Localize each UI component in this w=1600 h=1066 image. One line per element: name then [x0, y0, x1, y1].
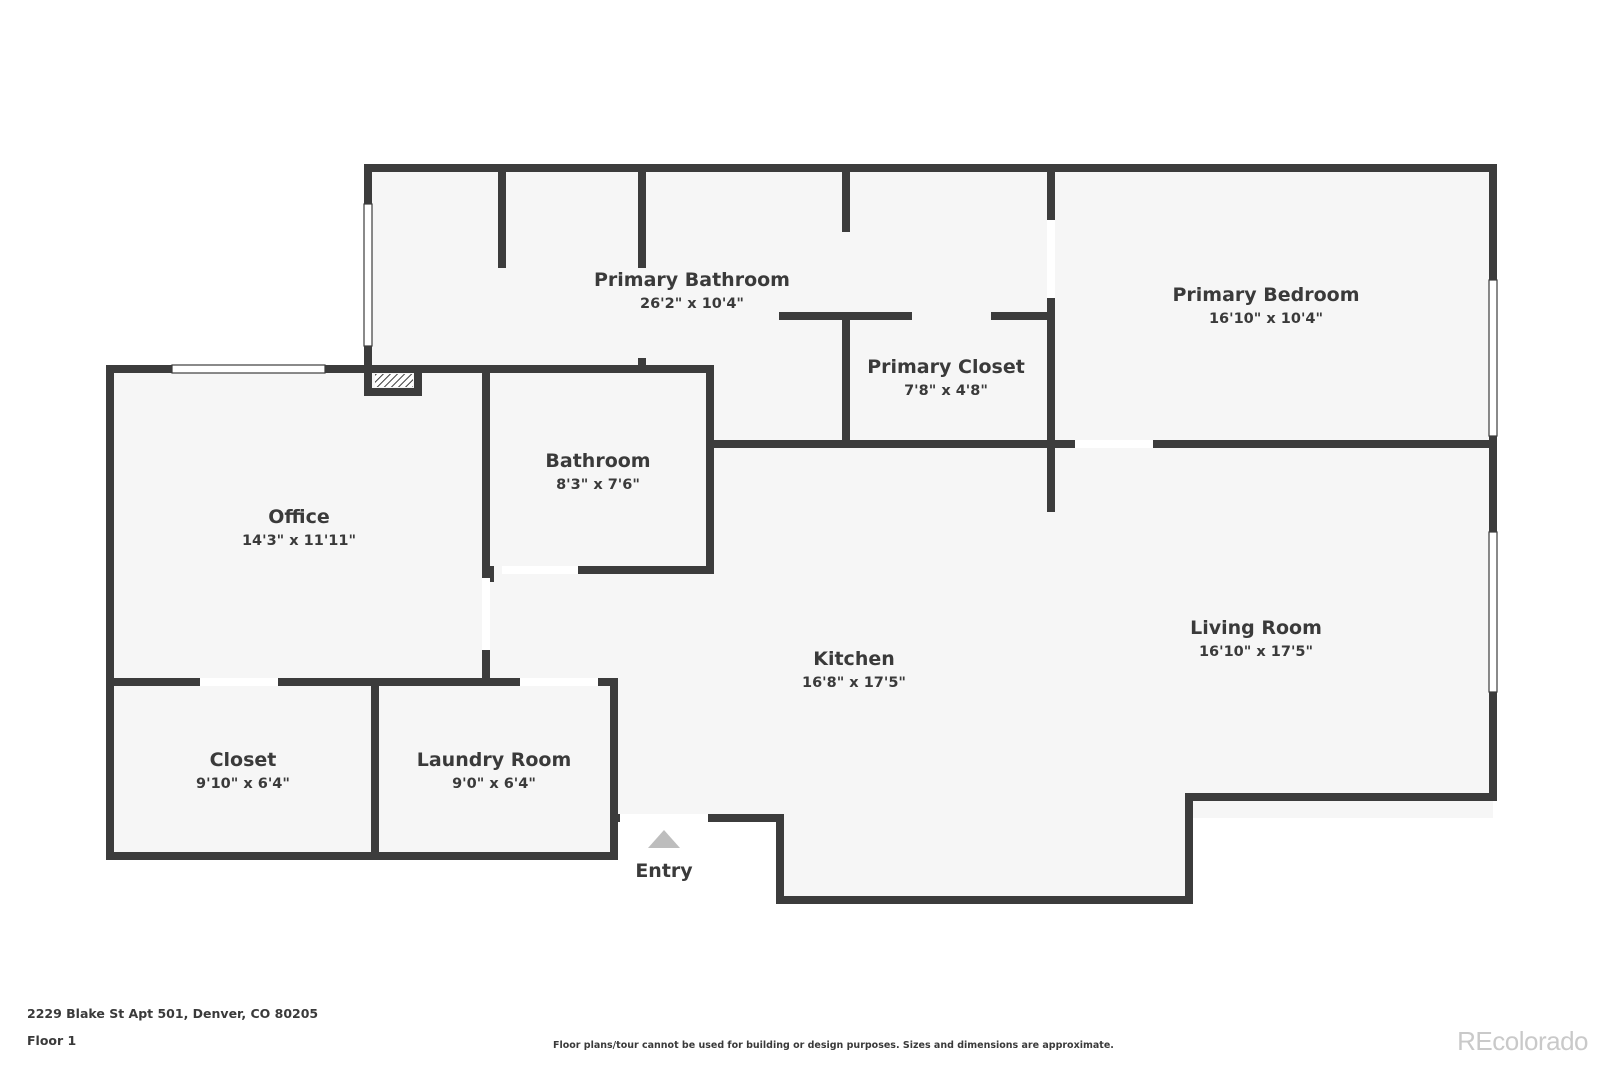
entry-label: Entry — [635, 860, 693, 882]
room-name: Laundry Room — [417, 749, 572, 771]
brand-logo: REcolorado — [1457, 1026, 1588, 1056]
floor-kitchen-bump — [780, 818, 1190, 900]
room-dims: 9'10" x 6'4" — [196, 776, 290, 792]
room-living-room[interactable]: Living Room 16'10" x 17'5" — [1190, 617, 1322, 660]
shaft-hatch — [375, 374, 413, 387]
entry-arrow-icon — [648, 830, 680, 848]
door-laundry — [520, 678, 598, 686]
room-name: Primary Closet — [867, 356, 1025, 378]
room-name: Kitchen — [813, 648, 895, 670]
room-name: Closet — [210, 749, 277, 771]
property-address: 2229 Blake St Apt 501, Denver, CO 80205 — [27, 1006, 319, 1021]
window-primary-bath — [363, 203, 373, 347]
room-dims: 26'2" x 10'4" — [640, 296, 744, 312]
door-bedroom — [1075, 440, 1153, 448]
door-entry — [620, 814, 708, 822]
room-bathroom[interactable]: Bathroom 8'3" x 7'6" — [545, 450, 650, 493]
door-bedroom-bath — [1047, 220, 1055, 298]
room-name: Primary Bathroom — [594, 269, 790, 291]
wall-right-lower — [704, 688, 1497, 904]
room-name: Primary Bedroom — [1172, 284, 1359, 306]
room-name: Office — [268, 506, 330, 528]
door-openings — [200, 220, 1153, 822]
wall-shaft — [364, 365, 422, 396]
window-office — [171, 364, 326, 374]
room-primary-closet[interactable]: Primary Closet 7'8" x 4'8" — [867, 356, 1025, 399]
door-office — [482, 578, 490, 650]
room-primary-bathroom[interactable]: Primary Bathroom 26'2" x 10'4" — [594, 269, 790, 312]
floor-label: Floor 1 — [27, 1033, 77, 1048]
room-kitchen[interactable]: Kitchen 16'8" x 17'5" — [802, 648, 906, 691]
room-primary-bedroom[interactable]: Primary Bedroom 16'10" x 10'4" — [1172, 284, 1359, 327]
room-laundry-room[interactable]: Laundry Room 9'0" x 6'4" — [417, 749, 572, 792]
door-bathroom — [502, 566, 578, 574]
wall-laundry-right — [594, 678, 618, 822]
walls — [106, 164, 1497, 904]
room-dims: 9'0" x 6'4" — [452, 776, 536, 792]
wall-office-top — [321, 342, 372, 373]
windows — [171, 203, 1498, 693]
room-dims: 7'8" x 4'8" — [904, 383, 988, 399]
room-office[interactable]: Office 14'3" x 11'11" — [242, 506, 356, 549]
room-dims: 16'10" x 17'5" — [1199, 644, 1313, 660]
room-dims: 8'3" x 7'6" — [556, 477, 640, 493]
window-bedroom — [1488, 279, 1498, 437]
room-closet[interactable]: Closet 9'10" x 6'4" — [196, 749, 290, 792]
room-dims: 14'3" x 11'11" — [242, 533, 356, 549]
wall-bathroom — [414, 365, 714, 574]
disclaimer-text: Floor plans/tour cannot be used for buil… — [553, 1040, 1114, 1051]
floor-area — [114, 172, 1493, 900]
door-closet — [200, 678, 278, 686]
room-dims: 16'8" x 17'5" — [802, 675, 906, 691]
room-name: Bathroom — [545, 450, 650, 472]
floor-lower-left — [114, 682, 614, 852]
wall-top — [364, 164, 1497, 284]
room-name: Living Room — [1190, 617, 1322, 639]
window-living — [1488, 531, 1498, 693]
floor-middle — [114, 372, 1493, 682]
room-dims: 16'10" x 10'4" — [1209, 311, 1323, 327]
